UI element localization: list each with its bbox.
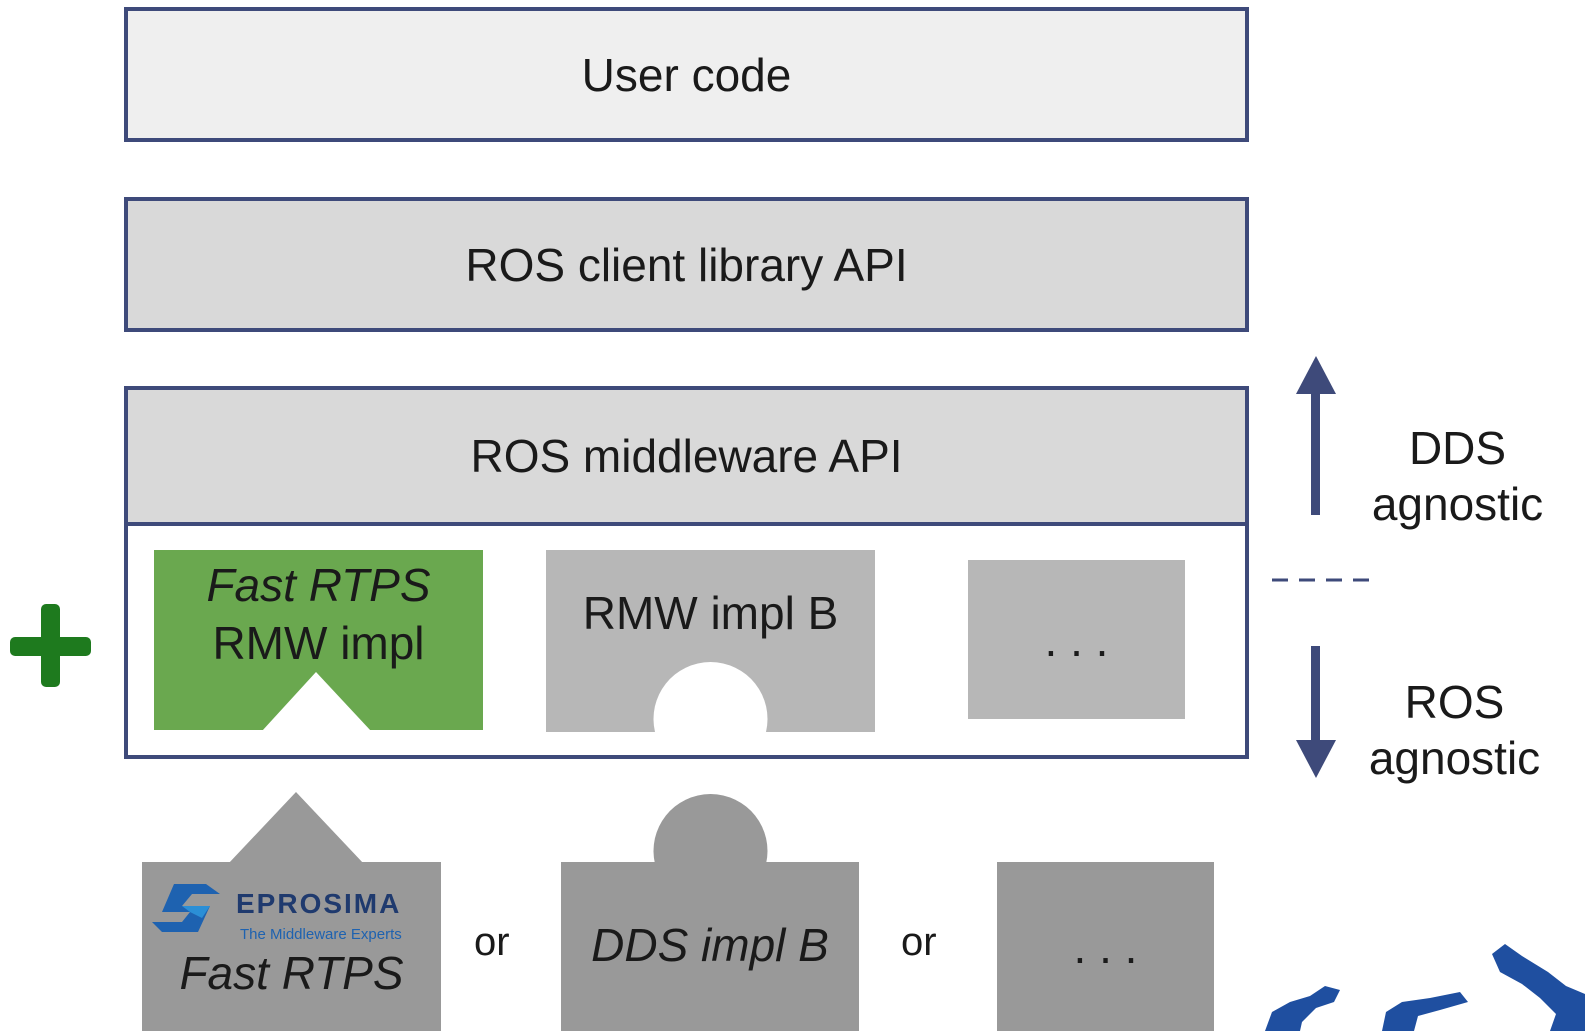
dds-more-label: . . . (1073, 920, 1138, 973)
user-code-layer: User code (124, 7, 1249, 142)
fast-rtps-notch (262, 672, 371, 731)
or-label-2: or (901, 920, 937, 964)
middleware-api-label: ROS middleware API (470, 430, 903, 482)
dds-agnostic-line1: DDS (1408, 422, 1507, 474)
dds-impl-b-label: DDS impl B (591, 919, 829, 971)
rmw-more-label: . . . (1044, 613, 1109, 666)
dds-agnostic-line2: agnostic (1371, 478, 1544, 530)
eprosima-logo: EPROSIMA The Middleware Experts (148, 878, 438, 948)
plus-icon (10, 604, 91, 687)
ros-agnostic-line1: ROS (1404, 676, 1505, 728)
fast-rtps-dds-label: Fast RTPS (179, 947, 404, 999)
fast-rtps-tab (228, 792, 364, 864)
arrow-down-icon (1296, 646, 1336, 778)
user-code-label: User code (581, 48, 792, 101)
robot-arms-icon (1265, 944, 1585, 1031)
arrow-up-icon (1296, 356, 1336, 515)
fast-rtps-rmw-line2: RMW impl (212, 617, 425, 669)
rmw-impl-b-notch (653, 662, 768, 732)
ros-client-library-layer: ROS client library API (124, 197, 1249, 332)
dds-agnostic-label: DDS agnostic (1355, 420, 1560, 532)
rmw-more-block: . . . (968, 560, 1185, 719)
or-label-1: or (474, 920, 510, 964)
ros-agnostic-line2: agnostic (1368, 732, 1541, 784)
dds-impl-b-block: DDS impl B (561, 862, 859, 1031)
rmw-impl-b-label: RMW impl B (582, 587, 839, 639)
ros-client-library-label: ROS client library API (465, 238, 908, 291)
eprosima-logo-icon (152, 884, 220, 932)
logo-tagline: The Middleware Experts (240, 926, 402, 943)
ros-agnostic-label: ROS agnostic (1352, 674, 1557, 786)
logo-brand: EPROSIMA (236, 888, 402, 919)
dds-more-block: . . . (997, 862, 1214, 1031)
fast-rtps-rmw-line1: Fast RTPS (206, 559, 431, 611)
dds-impl-b-tab (653, 794, 768, 864)
middleware-api-header: ROS middleware API (128, 390, 1245, 526)
fast-rtps-dds-block: EPROSIMA The Middleware Experts Fast RTP… (142, 862, 441, 1031)
